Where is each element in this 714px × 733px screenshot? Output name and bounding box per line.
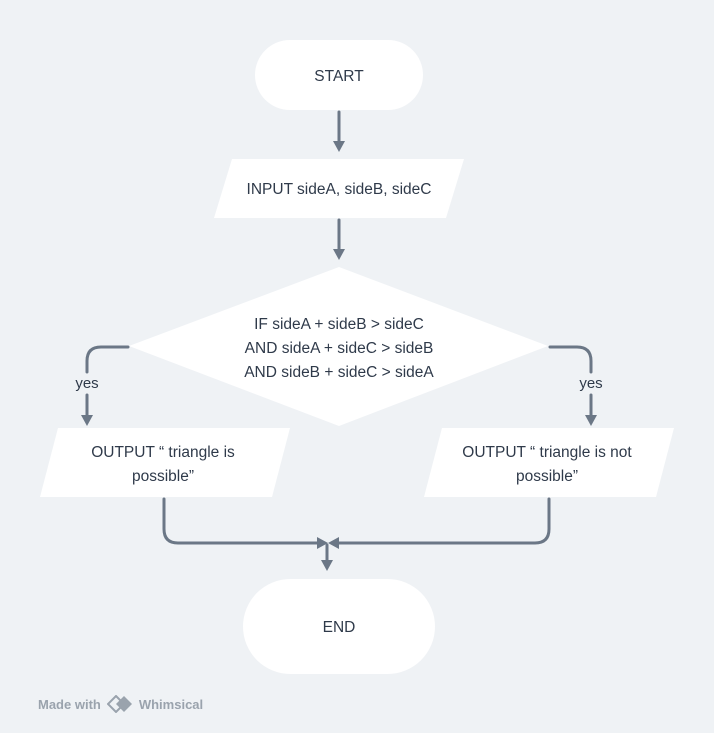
end-node[interactable]: END [243, 579, 435, 674]
edge-label-left-yes: yes [75, 375, 98, 392]
input-node[interactable]: INPUT sideA, sideB, sideC [214, 159, 464, 218]
arrow-input-to-decision [333, 218, 345, 260]
decision-line-1: IF sideA + sideB > sideC [254, 316, 424, 333]
start-label: START [314, 68, 364, 85]
connector-decision-to-right-output [548, 345, 597, 426]
decision-line-3: AND sideB + sideC > sideA [244, 364, 434, 381]
made-with-whimsical-badge[interactable]: Made with Whimsical [38, 694, 203, 714]
connector-decision-to-left-output [81, 345, 130, 426]
arrow-start-to-input [333, 110, 345, 152]
output-right-line-2: possible” [516, 468, 578, 485]
output-left-line-2: possible” [132, 468, 194, 485]
output-right-node[interactable]: OUTPUT “ triangle is not possible” [424, 428, 674, 497]
output-left-node[interactable]: OUTPUT “ triangle is possible” [40, 428, 290, 497]
whimsical-logo-icon [106, 695, 132, 713]
whimsical-brand-label: Whimsical [138, 696, 204, 712]
output-right-line-1: OUTPUT “ triangle is not [462, 444, 632, 461]
input-label: INPUT sideA, sideB, sideC [247, 181, 432, 198]
connector-left-output-to-end [162, 497, 328, 549]
output-left-line-1: OUTPUT “ triangle is [91, 444, 235, 461]
decision-node[interactable]: IF sideA + sideB > sideC AND sideA + sid… [129, 267, 548, 426]
connector-right-output-to-end [328, 497, 551, 549]
decision-line-2: AND sideA + sideC > sideB [245, 340, 434, 357]
arrow-merge-to-end [321, 543, 333, 571]
start-node[interactable]: START [255, 40, 423, 110]
edge-label-right-yes: yes [579, 375, 602, 392]
end-label: END [323, 619, 356, 636]
made-with-label: Made with [38, 696, 101, 712]
